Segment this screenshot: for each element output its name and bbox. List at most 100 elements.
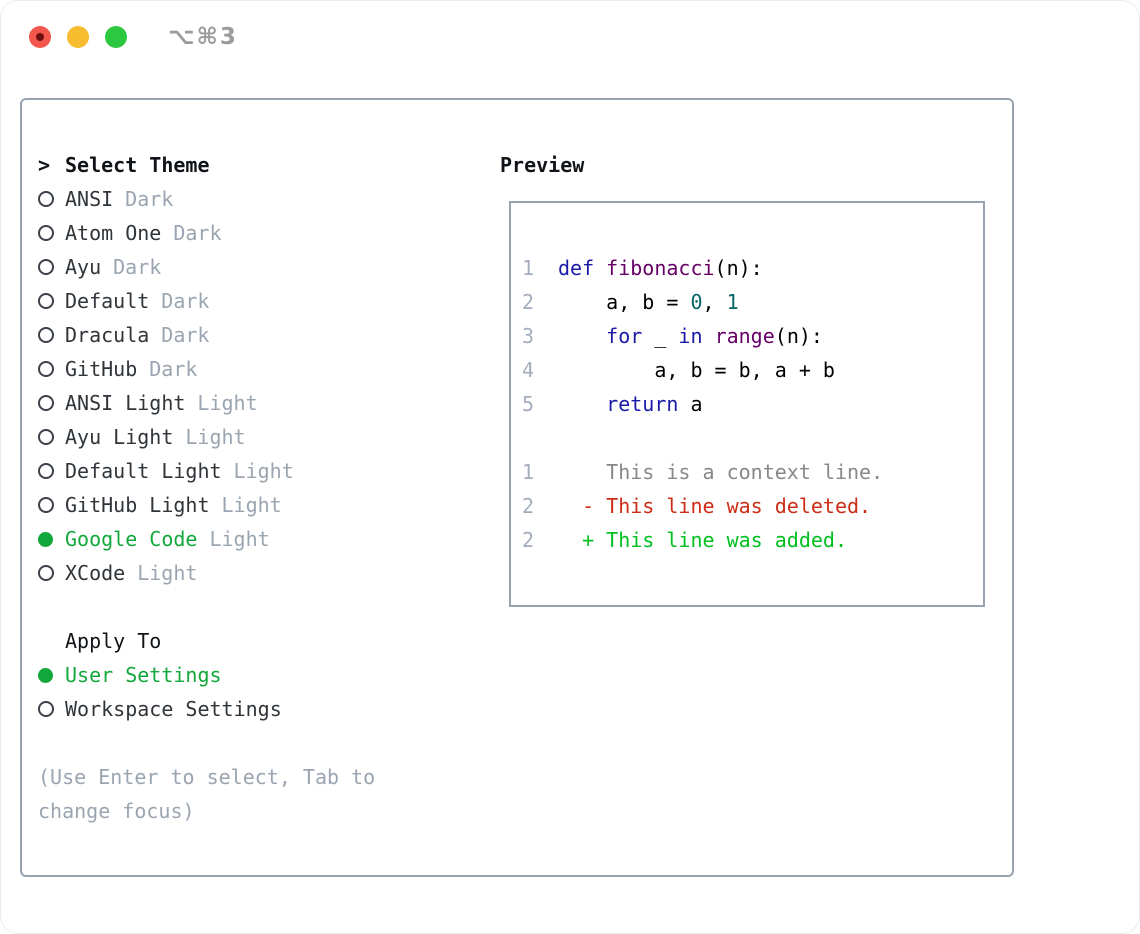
code-token: - This line was deleted. <box>558 494 872 518</box>
code-token: 0 <box>690 290 703 314</box>
radio-selected-icon <box>38 667 53 683</box>
code-token: _ <box>642 324 679 348</box>
select-theme-header: > Select Theme <box>38 148 478 182</box>
zoom-button[interactable] <box>105 26 127 48</box>
code-token: a, b = b, a + b <box>558 358 835 382</box>
theme-item-label: GitHub Light <box>65 493 210 517</box>
apply-option-label: Workspace Settings <box>65 697 282 721</box>
line-number: 1 <box>522 256 535 280</box>
radio-icon <box>38 395 54 411</box>
theme-item[interactable]: Dracula Dark <box>38 318 478 352</box>
apply-option[interactable]: Workspace Settings <box>38 692 478 726</box>
theme-item[interactable]: XCode Light <box>38 556 478 590</box>
theme-variant-badge: Dark <box>161 289 210 313</box>
code-token <box>558 392 606 416</box>
theme-variant-badge: Dark <box>149 357 198 381</box>
theme-item[interactable]: GitHub Dark <box>38 352 478 386</box>
code-token: 1 <box>726 290 739 314</box>
code-line: 2 a, b = 0, 1 <box>522 285 883 319</box>
code-token <box>594 256 606 280</box>
code-token <box>558 324 606 348</box>
code-token: + This line was added. <box>558 528 847 552</box>
theme-variant-badge: Dark <box>113 255 162 279</box>
theme-item[interactable]: Google Code Light <box>38 522 478 556</box>
apply-option[interactable]: User Settings <box>38 658 478 692</box>
radio-icon <box>38 327 54 343</box>
code-line: 4 a, b = b, a + b <box>522 353 883 387</box>
line-number: 1 <box>522 460 535 484</box>
theme-variant-badge: Light <box>137 561 198 585</box>
theme-variant-badge: Dark <box>161 323 210 347</box>
theme-variant-badge: Light <box>185 425 246 449</box>
code-line: 2 - This line was deleted. <box>522 489 883 523</box>
code-token: return <box>606 392 679 416</box>
theme-item-label: Atom One <box>65 221 162 245</box>
code-token <box>703 324 715 348</box>
close-button-dot-icon <box>36 33 44 41</box>
theme-item-label: GitHub <box>65 357 138 381</box>
radio-icon <box>38 565 54 581</box>
radio-icon <box>38 497 54 513</box>
theme-item-label: ANSI Light <box>65 391 186 415</box>
spacer <box>38 590 478 624</box>
theme-variant-badge: Dark <box>125 187 174 211</box>
radio-icon <box>38 701 54 717</box>
code-token: range <box>714 324 775 348</box>
theme-item-label: XCode <box>65 561 126 585</box>
code-token: a, b = <box>558 290 691 314</box>
theme-item[interactable]: Default Light Light <box>38 454 478 488</box>
code-token: (n): <box>714 256 763 280</box>
help-text: (Use Enter to select, Tab to change focu… <box>38 765 376 823</box>
code-line: 2 + This line was added. <box>522 523 883 557</box>
radio-icon <box>38 429 54 445</box>
theme-item[interactable]: ANSI Light Light <box>38 386 478 420</box>
code-token: def <box>558 256 595 280</box>
window-titlebar: ⌥⌘3 <box>0 0 1140 74</box>
radio-icon <box>38 463 54 479</box>
radio-icon <box>38 225 54 241</box>
theme-item-label: ANSI <box>65 187 114 211</box>
theme-item-label: Dracula <box>65 323 150 347</box>
line-number: 3 <box>522 324 535 348</box>
line-number: 2 <box>522 528 535 552</box>
code-token: This is a context line. <box>558 460 884 484</box>
radio-selected-icon <box>38 531 53 547</box>
prompt-icon: > <box>38 153 51 177</box>
radio-icon <box>38 293 54 309</box>
theme-item[interactable]: GitHub Light Light <box>38 488 478 522</box>
line-number: 2 <box>522 290 535 314</box>
theme-item-label: Google Code <box>65 527 198 551</box>
theme-item[interactable]: Atom One Dark <box>38 216 478 250</box>
code-token: (n): <box>774 324 823 348</box>
theme-variant-badge: Dark <box>173 221 222 245</box>
theme-variant-badge: Light <box>197 391 258 415</box>
code-token: a <box>678 392 703 416</box>
theme-item-label: Default <box>65 289 150 313</box>
theme-variant-badge: Light <box>233 459 294 483</box>
code-token: , <box>702 290 727 314</box>
minimize-button[interactable] <box>67 26 89 48</box>
line-number: 5 <box>522 392 535 416</box>
code-line: 5 return a <box>522 387 883 421</box>
code-line <box>522 421 883 455</box>
theme-item-label: Default Light <box>65 459 222 483</box>
line-number: 2 <box>522 494 535 518</box>
code-token: in <box>678 324 703 348</box>
radio-icon <box>38 361 54 377</box>
apply-to-title: Apply To <box>65 629 162 653</box>
theme-variant-badge: Light <box>221 493 282 517</box>
close-button[interactable] <box>29 26 51 48</box>
theme-variant-badge: Light <box>209 527 270 551</box>
theme-item[interactable]: ANSI Dark <box>38 182 478 216</box>
apply-option-label: User Settings <box>65 663 222 687</box>
theme-item[interactable]: Default Dark <box>38 284 478 318</box>
